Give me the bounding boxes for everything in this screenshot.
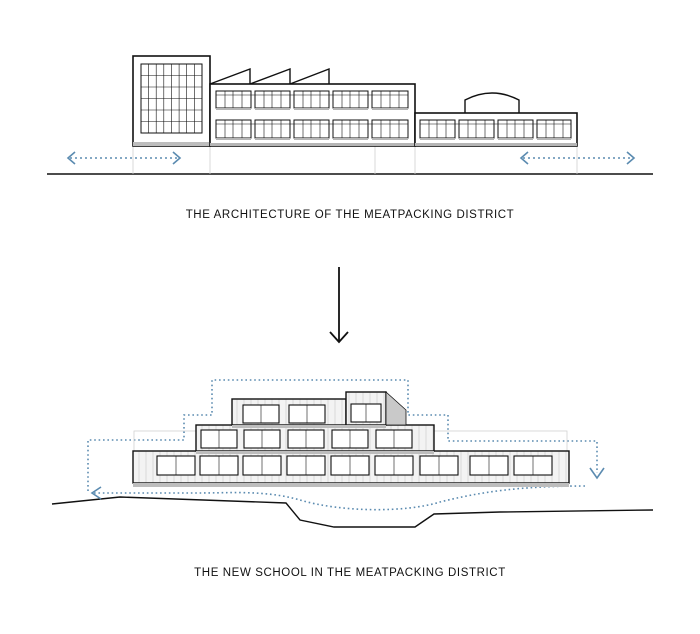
- double-arrow-icon: [519, 151, 636, 165]
- terrain-line: [51, 496, 654, 528]
- low-dome-building: [414, 92, 578, 147]
- sawtooth-building: [209, 67, 416, 147]
- school-tier-1: [132, 450, 570, 487]
- new-school-elevation: [51, 379, 654, 528]
- existing-buildings-elevation: [47, 55, 653, 175]
- bottom-caption: THE NEW SCHOOL IN THE MEATPACKING DISTRI…: [194, 567, 506, 579]
- top-caption: THE ARCHITECTURE OF THE MEATPACKING DIST…: [185, 209, 515, 221]
- flow-path: [94, 485, 586, 511]
- flow-arrow-icon: [90, 486, 102, 500]
- top-foundation-lines: [132, 145, 578, 174]
- school-tier-3: [231, 391, 407, 428]
- tower-building: [132, 55, 211, 147]
- school-tier-2: [195, 424, 435, 454]
- down-arrow-icon: [329, 267, 349, 344]
- flow-arrow-icon: [589, 467, 605, 480]
- double-arrow-icon: [66, 151, 182, 165]
